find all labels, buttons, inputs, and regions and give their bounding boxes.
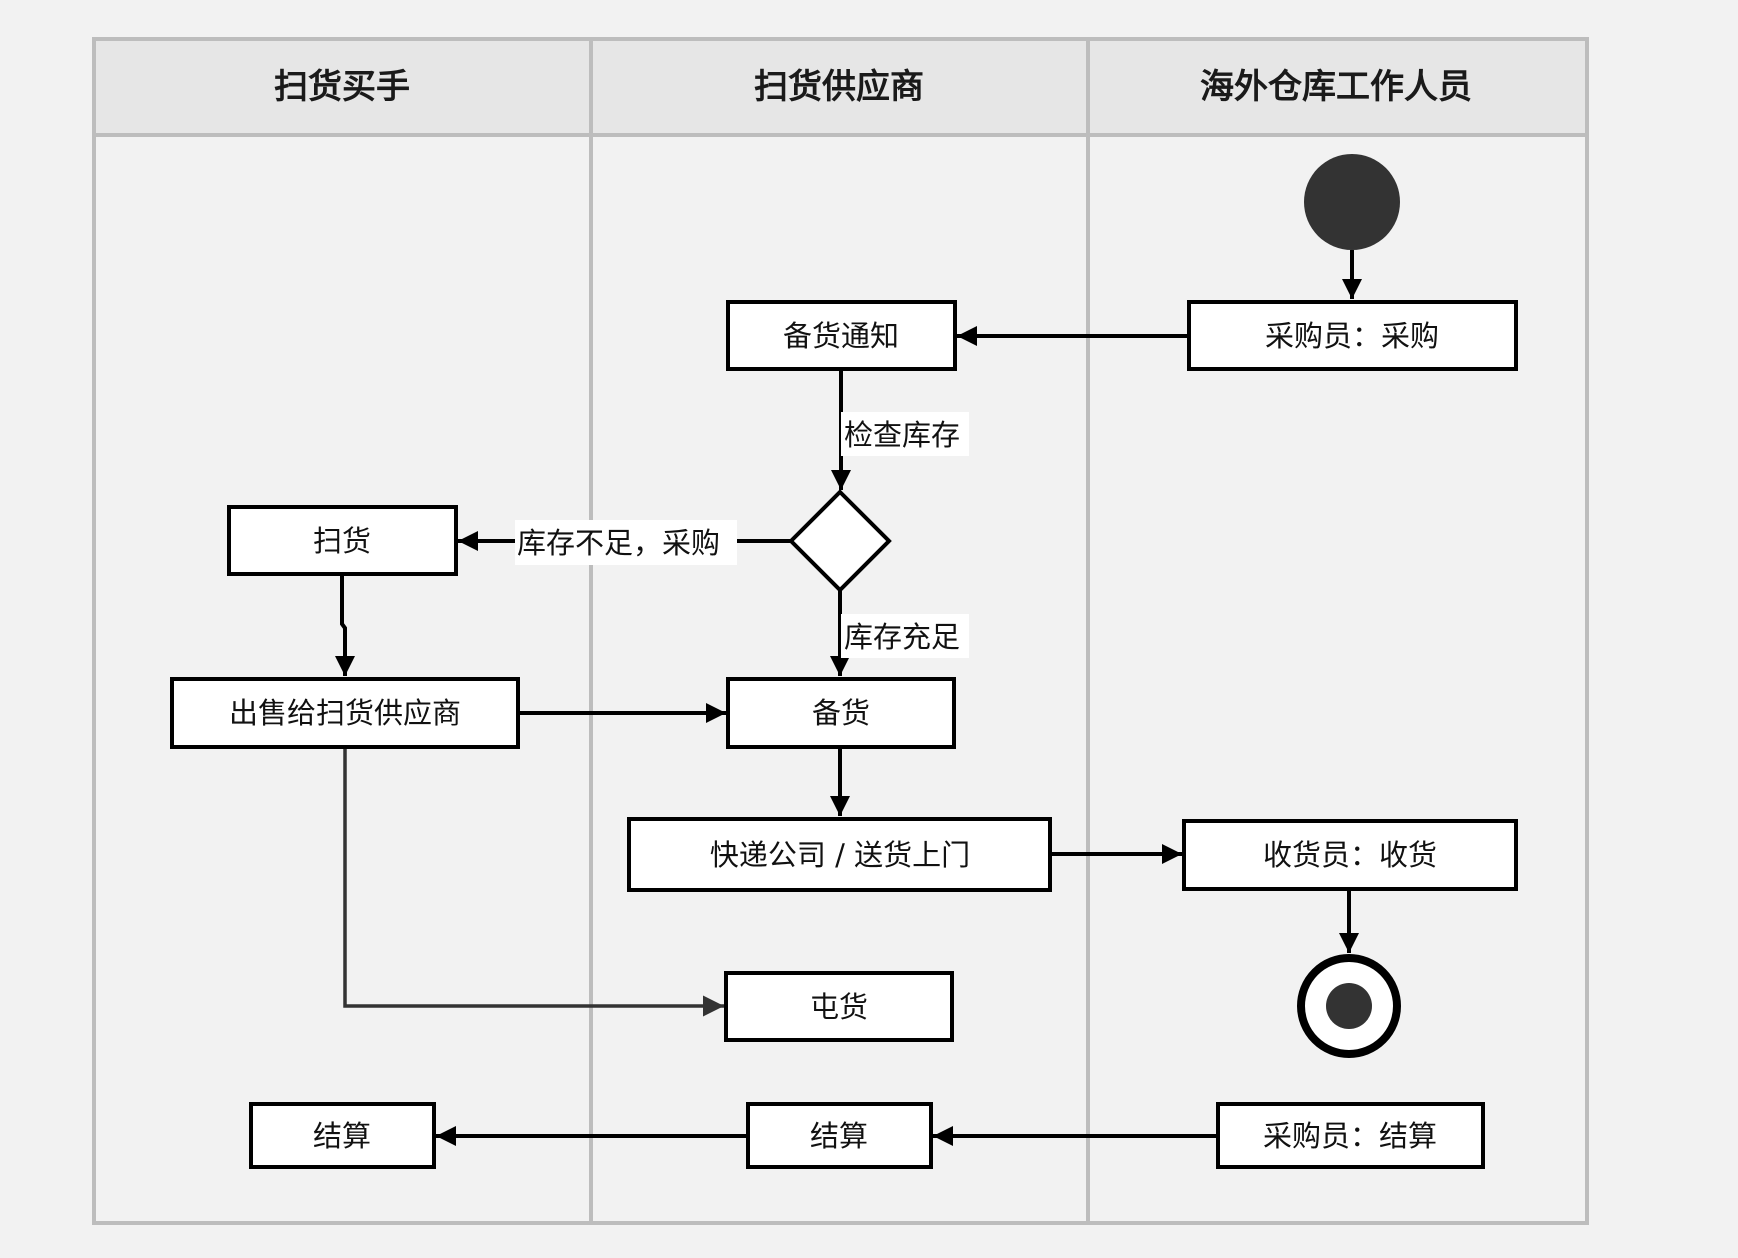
node-box[interactable] — [1216, 1102, 1485, 1169]
pool-header — [96, 41, 1585, 135]
edge-label-text: 库存不足，采购 — [517, 526, 720, 560]
node-label: 扫货 — [313, 524, 371, 558]
edge-label-insufficient: 库存不足，采购 — [515, 520, 737, 565]
node-label: 屯货 — [810, 990, 868, 1024]
edge-label-check-stock: 检查库存 — [841, 412, 969, 456]
node-receive[interactable]: 收货员：收货 — [1182, 819, 1518, 891]
node-sweep[interactable]: 扫货 — [227, 505, 458, 576]
node-label: 备货 — [812, 696, 870, 730]
node-label: 采购员：结算 — [1263, 1119, 1437, 1153]
node-label: 快递公司 / 送货上门 — [710, 838, 970, 872]
node-box[interactable] — [227, 505, 458, 576]
node-label: 结算 — [313, 1119, 371, 1153]
node-box[interactable] — [726, 677, 956, 749]
node-box[interactable] — [726, 300, 957, 371]
decision-node[interactable] — [788, 489, 892, 593]
node-box[interactable] — [1182, 819, 1518, 891]
start-node[interactable] — [1304, 154, 1400, 250]
node-purchase[interactable]: 采购员：采购 — [1187, 300, 1518, 371]
end-node[interactable] — [1297, 954, 1401, 1058]
node-box[interactable] — [170, 677, 520, 749]
edge-label-bg — [841, 614, 969, 658]
edge-label-bg — [841, 412, 969, 456]
node-label: 收货员：收货 — [1263, 838, 1437, 872]
node-label: 出售给扫货供应商 — [229, 696, 461, 730]
node-box[interactable] — [1187, 300, 1518, 371]
node-settle-purchase[interactable]: 采购员：结算 — [1216, 1102, 1485, 1169]
node-notify[interactable]: 备货通知 — [726, 300, 957, 371]
node-stock[interactable]: 屯货 — [724, 971, 954, 1042]
node-label: 采购员：采购 — [1265, 319, 1439, 353]
node-deliver[interactable]: 快递公司 / 送货上门 — [627, 817, 1052, 892]
node-box[interactable] — [724, 971, 954, 1042]
node-box[interactable] — [249, 1102, 436, 1169]
edge-sweep-to-sell — [335, 575, 355, 676]
edge-label-text: 检查库存 — [844, 418, 960, 452]
node-sell[interactable]: 出售给扫货供应商 — [170, 677, 520, 749]
edge-label-bg — [515, 520, 737, 565]
node-box[interactable] — [746, 1102, 933, 1169]
node-label: 备货通知 — [783, 319, 899, 353]
lane-title-buyer: 扫货买手 — [274, 67, 410, 107]
lane-title-supplier: 扫货供应商 — [754, 67, 924, 107]
lane-title-warehouse: 海外仓库工作人员 — [1200, 67, 1472, 107]
edge-label-text: 库存充足 — [844, 620, 960, 654]
node-settle-buyer[interactable]: 结算 — [249, 1102, 436, 1169]
node-prepare[interactable]: 备货 — [726, 677, 956, 749]
end-node-core — [1326, 983, 1372, 1029]
edge-sell-to-stock — [343, 748, 724, 1017]
node-label: 结算 — [810, 1119, 868, 1153]
node-settle-supplier[interactable]: 结算 — [746, 1102, 933, 1169]
node-box[interactable] — [627, 817, 1052, 892]
edge-label-sufficient: 库存充足 — [841, 614, 969, 658]
